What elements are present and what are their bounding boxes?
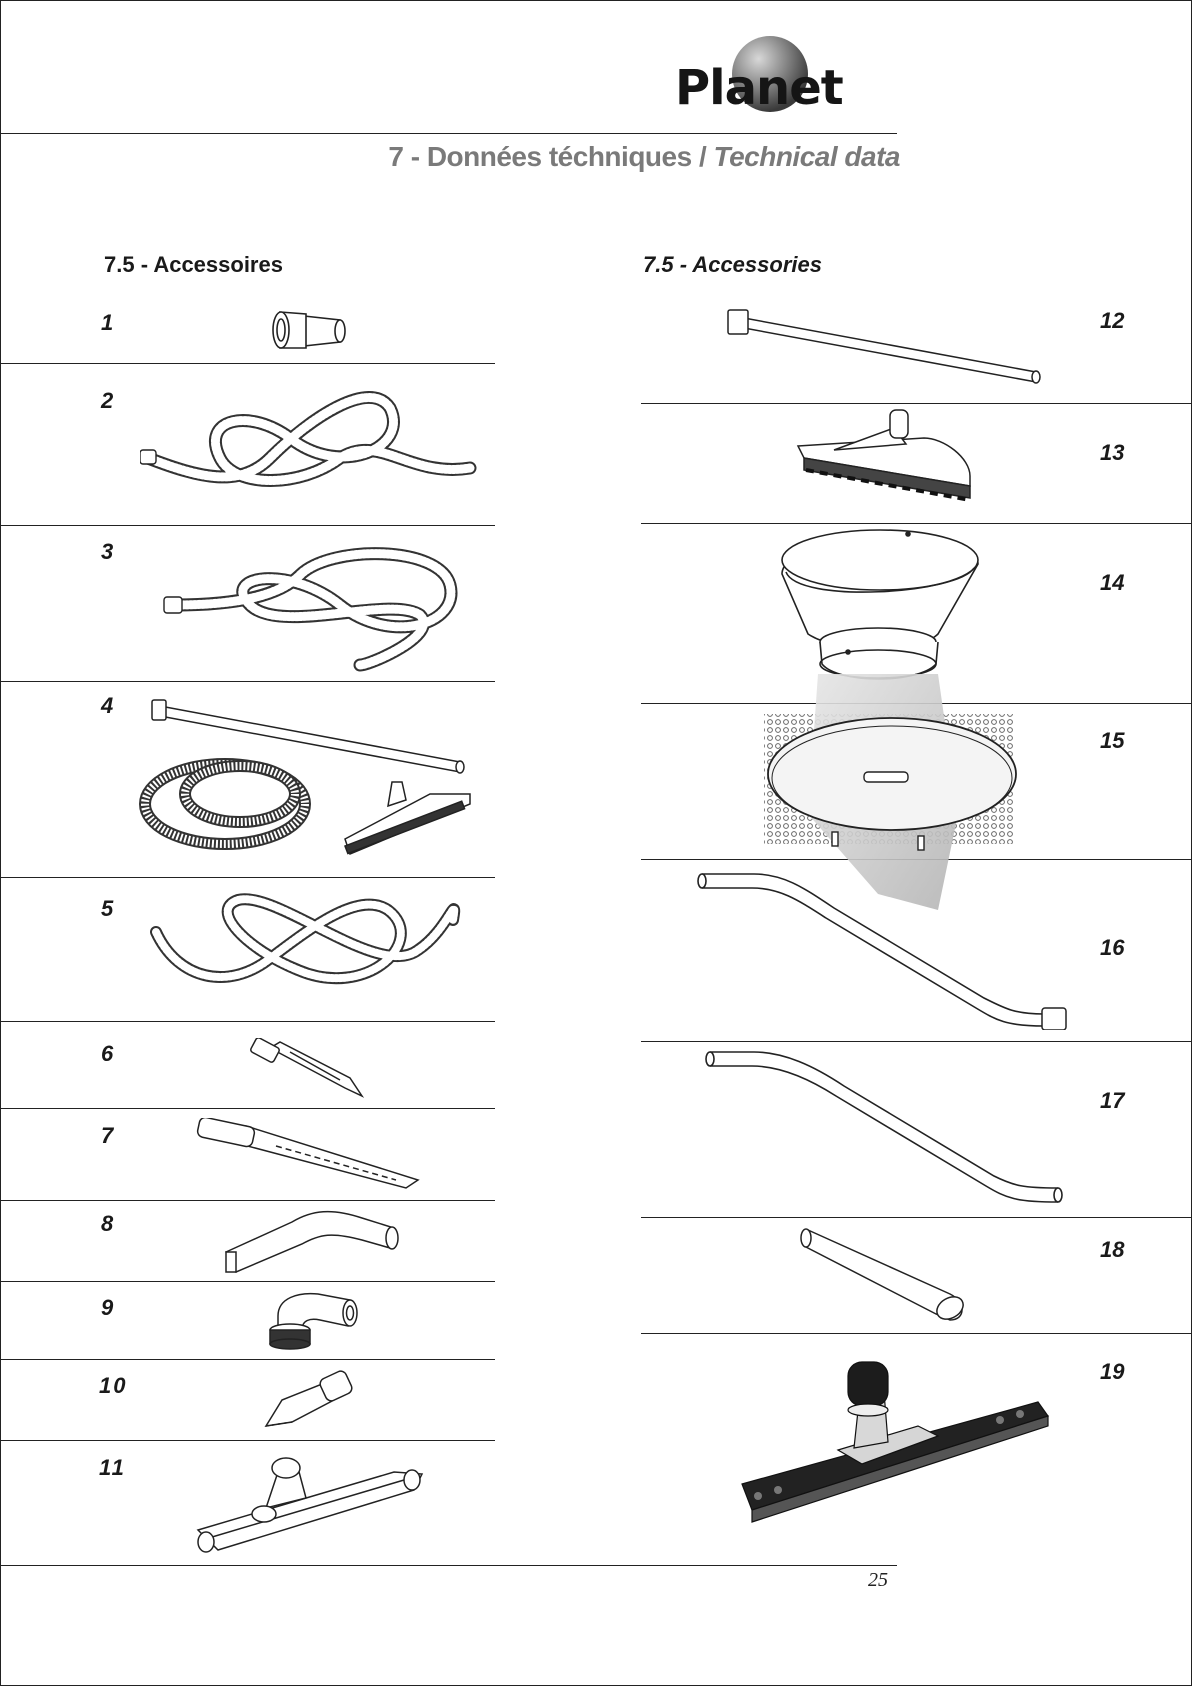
item-number: 10 [99,1373,127,1399]
divider [641,403,1192,404]
bent-nozzle-icon [222,1200,402,1274]
curved-wand-icon [694,868,1076,1030]
page-number: 25 [868,1569,888,1592]
squeegee-floor-tool-icon [194,1450,424,1558]
item-number: 19 [1100,1359,1124,1385]
item-number: 11 [99,1455,126,1481]
extension-tube-icon [724,306,1044,392]
floor-brush-icon [794,408,978,512]
divider [0,1108,495,1109]
item-number: 15 [1100,728,1124,754]
suction-hose-icon [148,890,473,1010]
long-crevice-tool-icon [196,1118,426,1194]
item-number: 6 [101,1041,113,1067]
divider [641,1333,1192,1334]
filter-lid-icon [758,614,1024,910]
divider [641,1217,1192,1218]
divider [0,363,495,364]
divider [0,1281,495,1282]
wide-floor-tool-icon [738,1354,1050,1526]
item-number: 7 [101,1123,113,1149]
suction-hose-icon [160,535,460,675]
item-number: 18 [1100,1237,1124,1263]
item-number: 12 [1100,308,1124,334]
footer-rule [0,1565,897,1566]
straight-nozzle-icon [800,1224,972,1326]
suction-hose-icon [140,378,480,512]
item-number: 3 [101,539,113,565]
logo-wordmark: Planet [675,60,843,116]
upholstery-nozzle-icon [262,1370,358,1432]
short-crevice-tool-icon [250,1038,370,1100]
left-section-title: 7.5 - Accessoires [104,252,283,278]
item-number: 17 [1100,1088,1124,1114]
divider [0,1021,495,1022]
right-section-title: 7.5 - Accessories [643,252,822,278]
page-title: 7 - Données téchniques / Technical data [388,141,900,173]
hose-coupling-icon [270,306,350,352]
item-number: 13 [1100,440,1124,466]
item-number: 2 [101,388,113,414]
item-number: 1 [101,310,113,336]
divider [0,525,495,526]
planet-logo: Planet [670,32,900,118]
item-number: 14 [1100,570,1124,596]
item-number: 16 [1100,935,1124,961]
divider [641,1041,1192,1042]
item-number: 5 [101,896,113,922]
item-number: 4 [101,693,113,719]
item-number: 8 [101,1211,113,1237]
item-number: 9 [101,1295,113,1321]
divider [0,877,495,878]
divider [0,681,495,682]
round-brush-icon [258,1290,360,1356]
header-rule [0,133,897,134]
divider [0,1359,495,1360]
curved-wand-icon [704,1046,1068,1206]
divider [0,1440,495,1441]
hose-tube-floor-tool-kit-icon [130,694,480,864]
